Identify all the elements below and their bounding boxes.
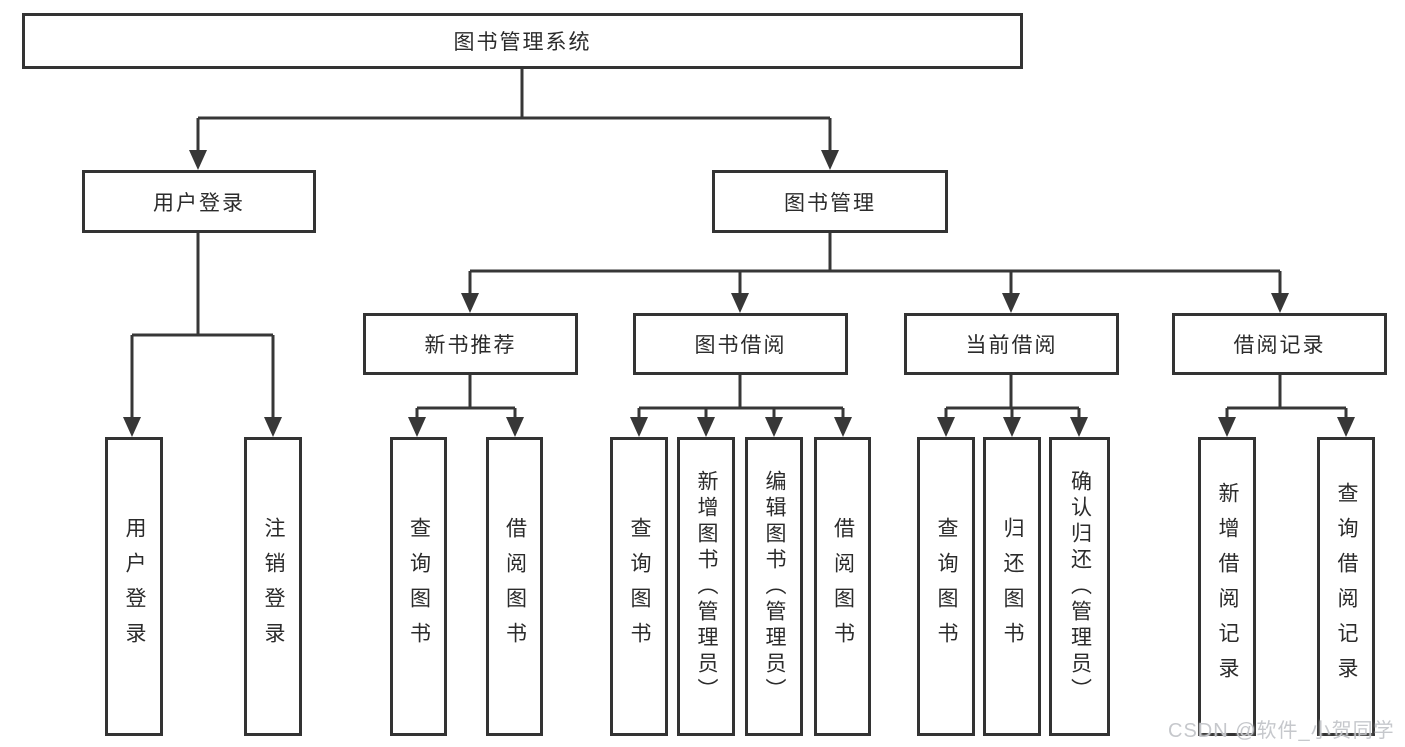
leaf-records-query-record: 查询借阅记录 [1317, 437, 1375, 736]
node-root: 图书管理系统 [22, 13, 1023, 69]
leaf-current-return-books: 归还图书 [983, 437, 1041, 736]
leaf-current-confirm-return-admin: 确认归还（管理员） [1049, 437, 1110, 736]
arrowhead-icons [123, 150, 1355, 437]
node-book-management: 图书管理 [712, 170, 948, 233]
leaf-borrow-query-books: 查询图书 [610, 437, 668, 736]
leaf-recommend-query-books-label: 查询图书 [407, 516, 431, 657]
node-book-management-label: 图书管理 [784, 191, 876, 215]
leaf-current-confirm-return-admin-label: 确认归还（管理员） [1068, 469, 1092, 704]
leaf-borrow-add-books-admin-label: 新增图书（管理员） [695, 469, 718, 704]
leaf-current-query-books-label: 查询图书 [935, 516, 958, 657]
csdn-watermark: CSDN @软件_小贺同学 [1168, 720, 1395, 742]
leaf-borrow-add-books-admin: 新增图书（管理员） [677, 437, 735, 736]
leaf-user-login: 用户登录 [105, 437, 163, 736]
leaf-recommend-borrow-books: 借阅图书 [486, 437, 543, 736]
leaf-borrow-query-books-label: 查询图书 [628, 516, 651, 657]
node-book-borrow-label: 图书借阅 [694, 334, 787, 357]
node-current-borrow: 当前借阅 [904, 313, 1119, 375]
leaf-user-login-label: 用户登录 [123, 516, 146, 657]
node-root-label: 图书管理系统 [453, 31, 592, 54]
tree-edges [130, 68, 1348, 421]
leaf-logout: 注销登录 [244, 437, 302, 736]
leaf-records-add-record-label: 新增借阅记录 [1216, 481, 1239, 692]
leaf-logout-label: 注销登录 [262, 516, 285, 657]
leaf-borrow-borrow-books: 借阅图书 [814, 437, 871, 736]
node-current-borrow-label: 当前借阅 [965, 334, 1058, 357]
node-new-book-recommend: 新书推荐 [363, 313, 578, 375]
leaf-records-add-record: 新增借阅记录 [1198, 437, 1256, 736]
leaf-current-return-books-label: 归还图书 [1001, 516, 1024, 657]
node-new-book-recommend-label: 新书推荐 [424, 334, 517, 357]
leaf-borrow-borrow-books-label: 借阅图书 [831, 516, 855, 657]
leaf-recommend-borrow-books-label: 借阅图书 [503, 516, 527, 657]
node-book-borrow: 图书借阅 [633, 313, 848, 375]
node-borrow-records: 借阅记录 [1172, 313, 1387, 375]
leaf-records-query-record-label: 查询借阅记录 [1335, 481, 1358, 692]
leaf-borrow-edit-books-admin-label: 编辑图书（管理员） [763, 469, 786, 704]
leaf-current-query-books: 查询图书 [917, 437, 975, 736]
node-user-login-label: 用户登录 [153, 191, 245, 215]
leaf-recommend-query-books: 查询图书 [390, 437, 447, 736]
node-borrow-records-label: 借阅记录 [1233, 334, 1326, 357]
node-user-login: 用户登录 [82, 170, 316, 233]
leaf-borrow-edit-books-admin: 编辑图书（管理员） [745, 437, 803, 736]
